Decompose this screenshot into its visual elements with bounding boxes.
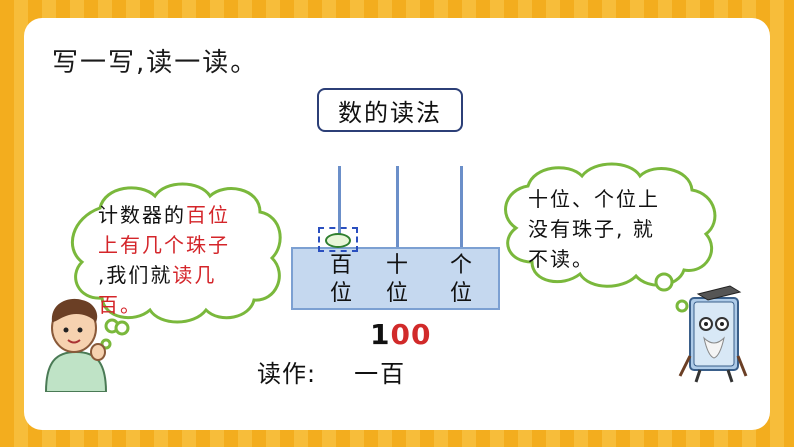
digit-ones: 0: [410, 318, 432, 351]
number-display: 100: [370, 318, 431, 351]
book-character-icon: [678, 285, 748, 383]
left-bubble-line2: 上有几个珠子: [98, 233, 230, 257]
place-hundreds-top: 百: [330, 253, 353, 278]
title-text: 数的读法: [338, 98, 442, 127]
right-bubble-text: 十位、个位上 没有珠子, 就 不读。: [528, 184, 660, 274]
bead-highlight-box: [318, 227, 358, 252]
title-box: 数的读法: [317, 88, 463, 132]
left-bubble-line4: 百。: [98, 293, 142, 317]
prompt-text: 写一写,读一读。: [52, 48, 259, 78]
left-bubble-line3b: 读几: [172, 263, 217, 287]
place-tens-top: 十: [386, 253, 409, 278]
place-tens-bottom: 位: [386, 281, 409, 306]
left-thought-bubble: [70, 182, 282, 334]
boy-character-icon: [44, 298, 108, 392]
right-bubble-line1: 十位、个位上: [528, 187, 660, 211]
place-hundreds-bottom: 位: [330, 281, 353, 306]
right-bubble-line3: 不读。: [528, 247, 594, 271]
reading-value: 一百: [354, 360, 407, 388]
left-bubble-line3a: ,我们就: [98, 263, 173, 287]
digit-tens: 0: [390, 318, 411, 351]
right-bubble-dots: [654, 272, 689, 313]
left-bubble-text: 计数器的百位 上有几个珠子 ,我们就读几 百。: [98, 200, 230, 320]
left-bubble-line1b: 百位: [186, 203, 230, 227]
place-ones-bottom: 位: [450, 281, 473, 306]
right-bubble-line2: 没有珠子, 就: [528, 217, 655, 241]
right-thought-bubble: [504, 162, 717, 288]
left-bubble-line1a: 计数器的: [98, 203, 186, 227]
rod-hundreds: [338, 166, 341, 248]
rod-tens: [396, 166, 399, 248]
rod-ones: [460, 166, 463, 248]
bead-hundreds: [325, 233, 351, 248]
reading-line: 读作: 一百: [257, 354, 406, 389]
left-bubble-dots: [100, 320, 130, 350]
place-ones: 个 位: [450, 252, 472, 308]
digit-hundreds: 1: [370, 318, 391, 351]
place-hundreds: 百 位: [330, 252, 352, 308]
counter-base: [291, 247, 500, 310]
reading-label: 读作:: [257, 360, 317, 388]
place-tens: 十 位: [386, 252, 408, 308]
place-ones-top: 个: [450, 253, 473, 278]
